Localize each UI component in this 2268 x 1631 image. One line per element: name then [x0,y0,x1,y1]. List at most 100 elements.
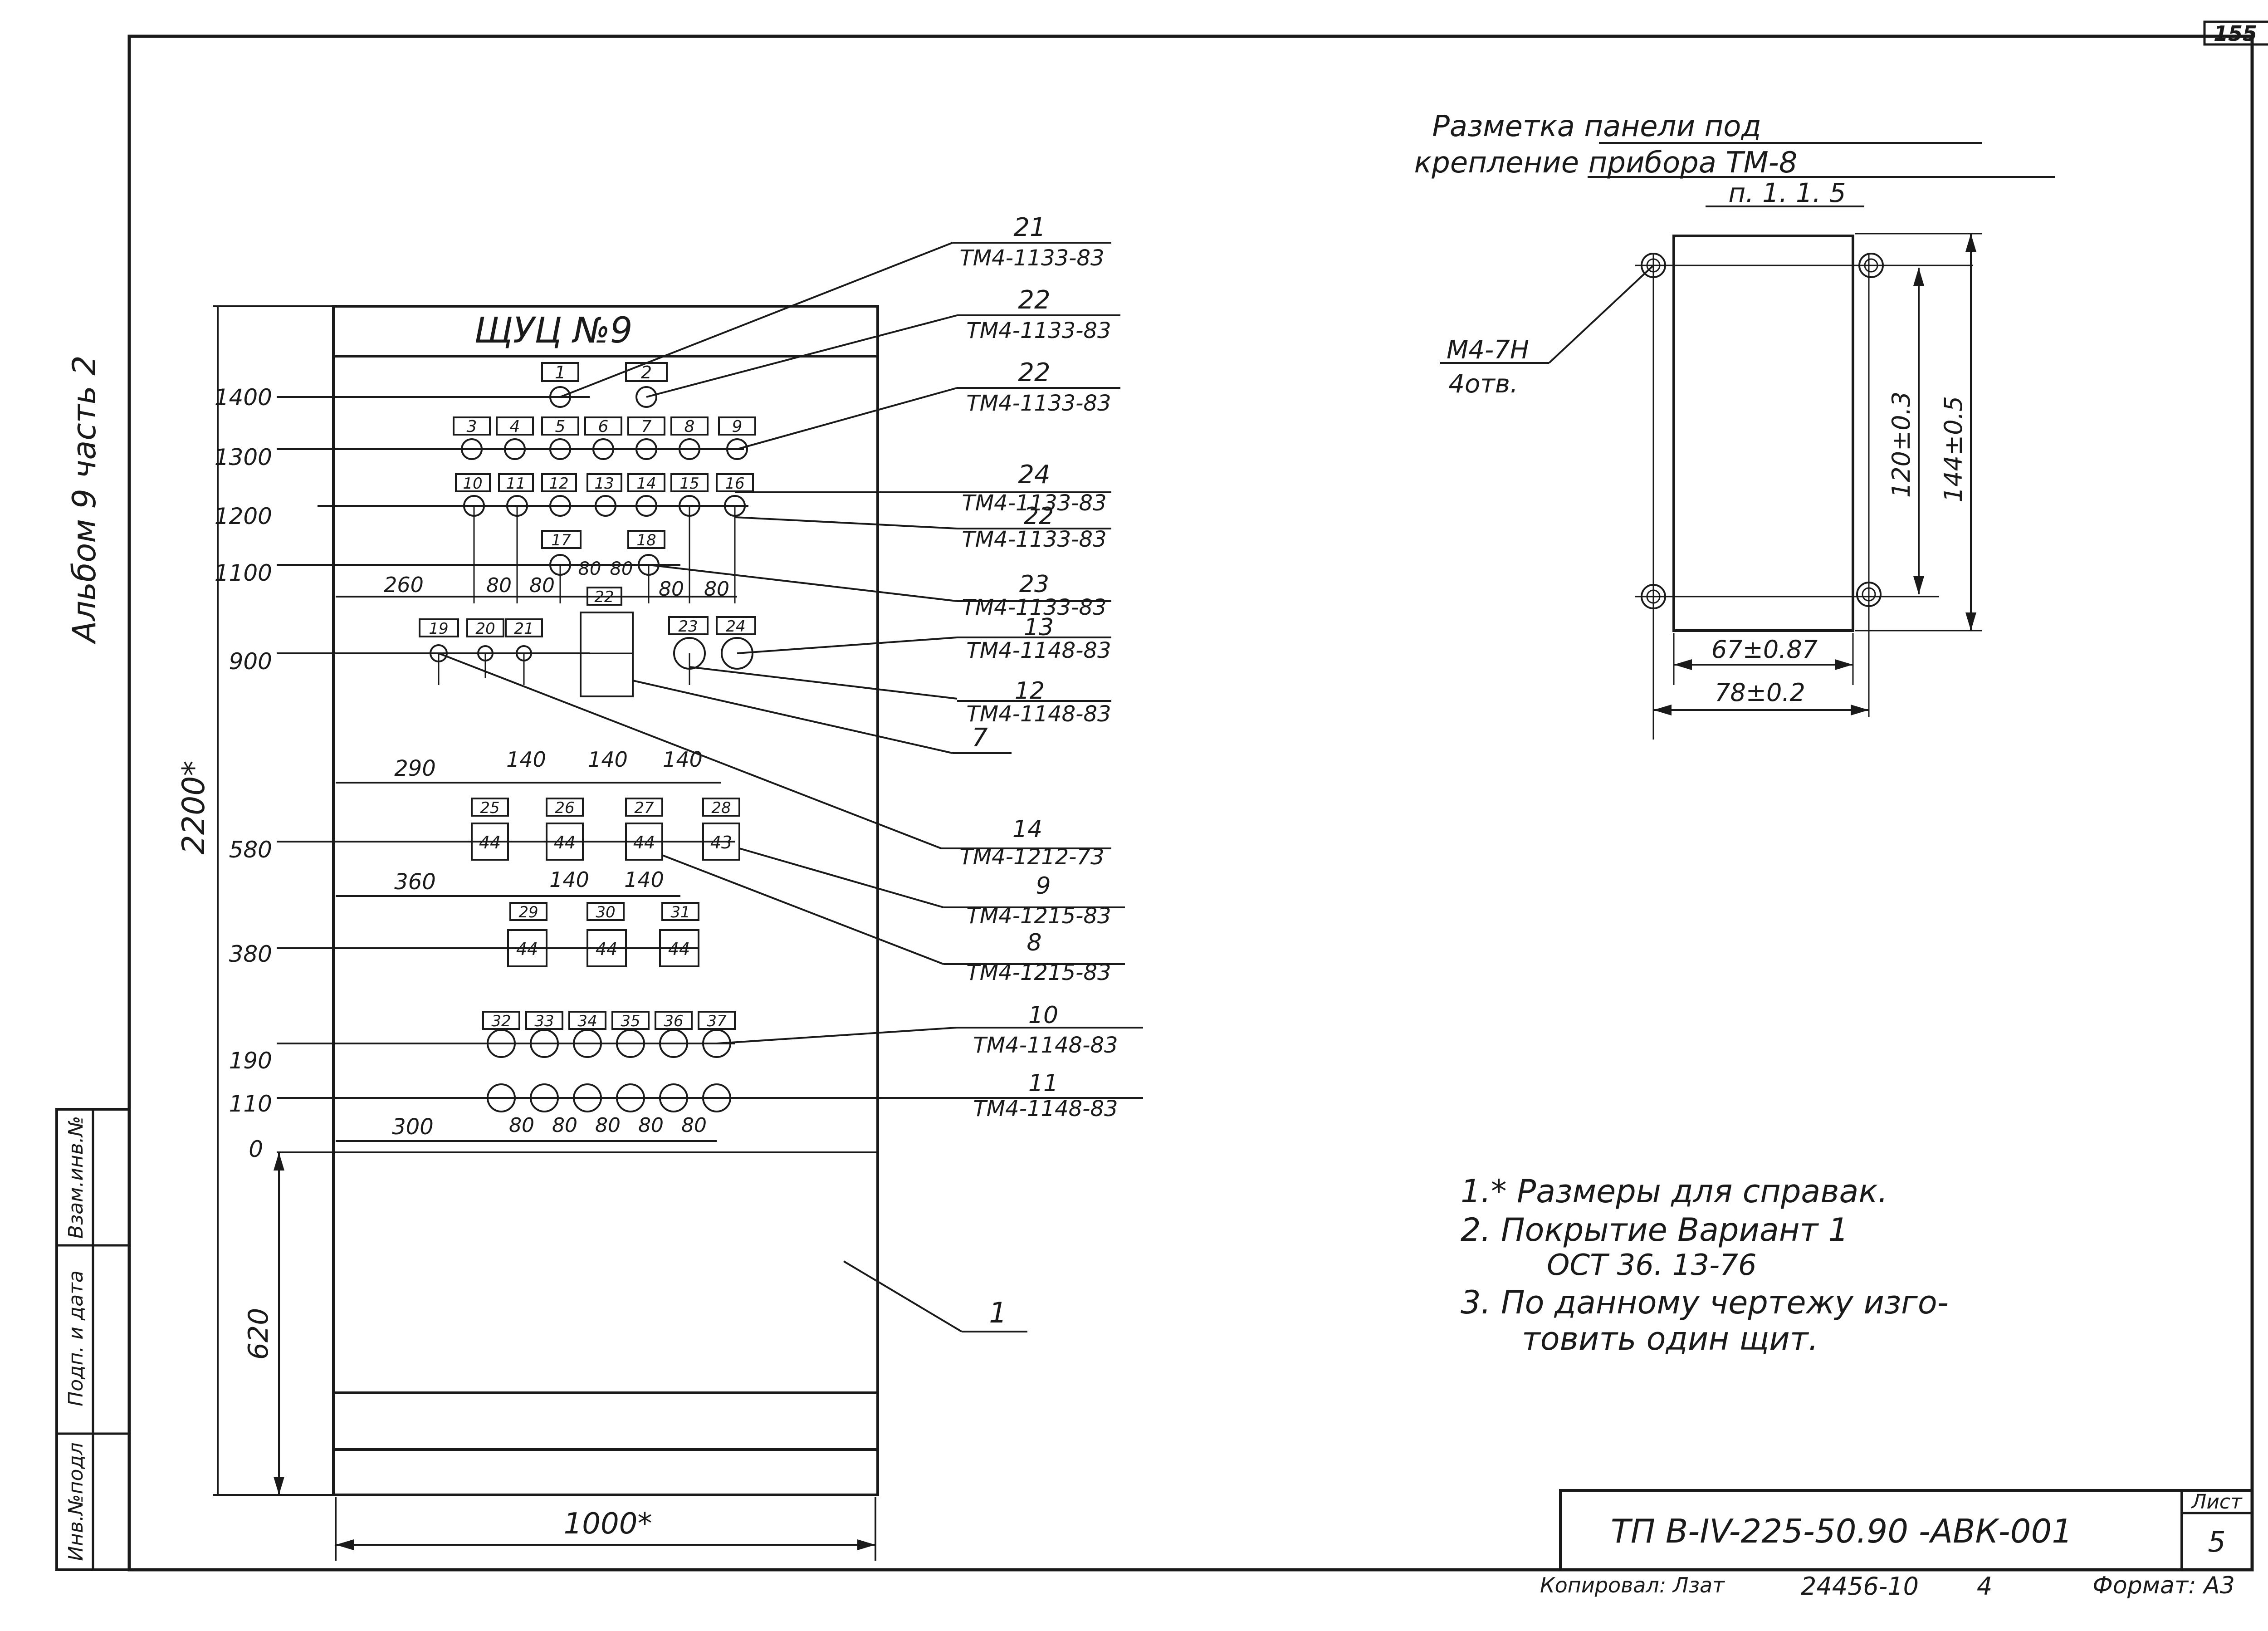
footer-copied: Копировал: Лзат [1540,1573,1725,1597]
callout-num-8: 7 [972,723,988,753]
dim-80-k: 80 [681,1114,707,1137]
dim-144: 144±0.5 [1939,396,1968,502]
dim-140-e: 140 [624,867,664,892]
dim-290: 290 [394,756,436,781]
marking-title-1: Разметка панели под [1432,110,1761,143]
level-900: 900 [229,648,272,675]
device-label-14: 14 [636,475,656,493]
device-label-18: 18 [636,531,656,549]
callout-code-5: ТМ4-1133-83 [962,595,1106,620]
dim-140-c: 140 [663,747,703,772]
callout-code-10: ТМ4-1215-83 [966,903,1111,929]
callout-code-13: ТМ4-1148-83 [973,1096,1118,1122]
device-label-36: 36 [664,1012,683,1030]
title-block: ТП В-IV-225-50.90 -АВК-001 Лист 5 Копиро… [1540,1489,2253,1601]
callouts: 21 ТМ4-1133-83 22 ТМ4-1133-83 22 ТМ4-113… [941,213,1143,1122]
callout-code-4: ТМ4-1133-83 [962,527,1106,552]
callout-num-1: 22 [1018,285,1050,315]
dim-row-1: 260 80 80 80 80 80 80 [336,506,737,603]
level-0: 0 [249,1136,263,1162]
device-label-1: 1 [555,362,566,382]
dim-78: 78±0.2 [1715,678,1805,707]
device-label-24: 24 [726,617,745,636]
devices-row-580: 25 44 26 44 27 44 28 43 [471,798,740,861]
box-inner-27: 44 [633,833,655,852]
device-label-12: 12 [549,475,568,493]
marking-detail: Разметка панели под крепление прибора ТМ… [1414,110,2055,740]
dim-80-i: 80 [595,1114,621,1137]
instrument-outline [1672,235,1854,632]
dim-80-d: 80 [610,558,633,579]
leader-lines: 1 [438,242,1027,1332]
level-190: 190 [229,1048,272,1074]
device-label-9: 9 [732,417,743,436]
stamp-vzam-inv: Взам.инв.№ [64,1116,88,1239]
level-380: 380 [229,941,272,967]
dim-row-3: 360 140 140 [336,867,680,897]
device-label-11: 11 [506,475,525,493]
stamp-inv-podl: Инв.№подл [64,1442,88,1561]
doc-code: ТП В-IV-225-50.90 -АВК-001 [1611,1512,2072,1550]
device-22-body [580,612,634,697]
note-3b: товить один щит. [1522,1320,1818,1357]
callout-code-1: ТМ4-1133-83 [966,318,1111,343]
callout-code-9: ТМ4-1212-73 [959,844,1104,870]
mount-hole-bl [1641,584,1666,609]
dim-120: 120±0.3 [1887,392,1916,498]
device-label-28: 28 [711,799,731,817]
callout-num-2: 22 [1018,358,1050,387]
device-label-15: 15 [679,475,699,493]
level-1300: 1300 [215,444,272,470]
dim-300: 300 [392,1114,434,1140]
box-inner-31: 44 [668,939,690,959]
callout-num-4: 22 [1024,503,1054,530]
dim-360: 360 [394,869,436,895]
device-label-19: 19 [429,620,448,638]
devices-row-380: 29 44 30 44 31 44 [507,902,699,967]
dim-80-j: 80 [638,1114,664,1137]
page-number-box [2203,20,2268,46]
box-inner-28: 43 [710,833,732,852]
note-1: 1.* Размеры для справак. [1461,1173,1888,1210]
callout-1: 1 [989,1296,1007,1329]
device-label-17: 17 [551,531,571,549]
callout-code-3: ТМ4-1133-83 [962,490,1106,516]
notes: 1.* Размеры для справак. 2. Покрытие Вар… [1461,1173,1949,1357]
level-1200: 1200 [215,503,272,529]
box-inner-30: 44 [596,939,617,959]
callout-code-7: ТМ4-1148-83 [966,701,1111,727]
devices-row-1400: 1 2 [541,362,668,408]
dim-67: 67±0.87 [1711,635,1818,664]
dim-140-d: 140 [549,867,589,892]
callout-code-6: ТМ4-1148-83 [966,638,1111,663]
footer-num2: 4 [1977,1572,1992,1601]
device-label-13: 13 [594,475,614,493]
callout-code-12: ТМ4-1148-83 [973,1033,1118,1058]
dim-140-b: 140 [588,747,628,772]
device-label-32: 32 [491,1012,511,1030]
callout-code-0: ТМ4-1133-83 [959,245,1104,271]
devices-row-190-110: 32 33 34 35 36 37 [482,1011,736,1112]
dim-140-a: 140 [506,747,546,772]
level-1100: 1100 [215,560,272,586]
level-1400: 1400 [215,384,272,411]
device-label-30: 30 [596,903,615,921]
devices-row-1300: 3 4 5 6 7 8 9 [453,416,756,460]
stamp-podp-data: Подп. и дата [64,1270,88,1406]
device-label-23: 23 [678,617,698,636]
dim-80-b: 80 [529,574,555,597]
sheet-label: Лист [2190,1490,2243,1513]
mount-hole-tl [1641,253,1666,278]
device-label-2: 2 [641,362,652,382]
device-label-29: 29 [518,903,538,921]
callout-code-2: ТМ4-1133-83 [966,391,1111,416]
callout-num-3: 24 [1018,460,1050,490]
dim-260: 260 [384,573,424,597]
page-number: 155 [2214,21,2257,46]
device-label-34: 34 [577,1012,597,1030]
panel-height-dim: 2200* [176,760,212,854]
level-110: 110 [229,1091,272,1117]
album-label: Альбом 9 часть 2 [66,355,103,644]
device-label-22: 22 [594,588,614,606]
device-label-8: 8 [684,417,695,436]
